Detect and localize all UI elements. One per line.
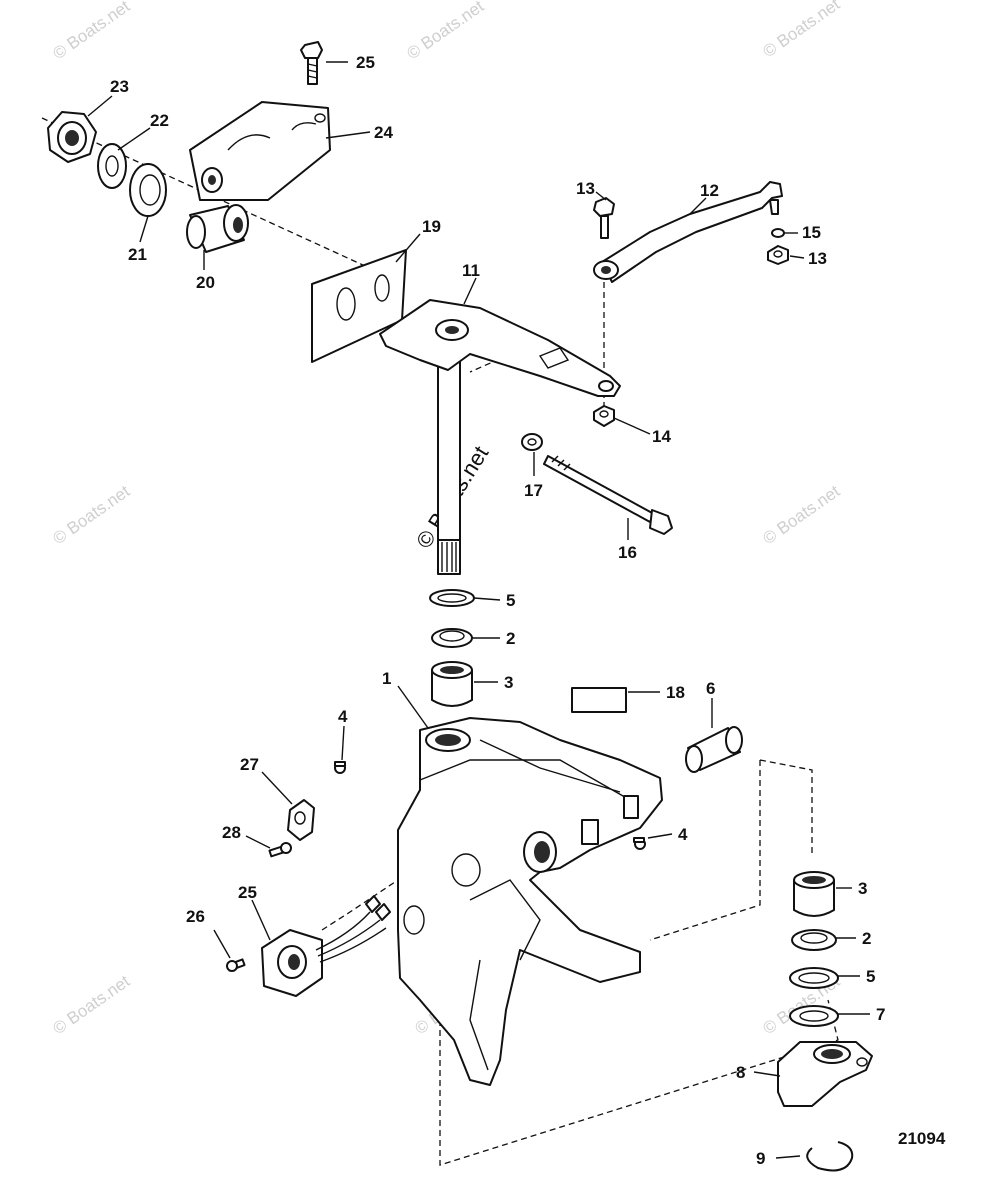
callout-3-top: 3 [504, 673, 513, 692]
part-22-nut [47, 111, 97, 163]
callout-27: 27 [240, 755, 259, 774]
callout-19: 20 [196, 273, 215, 292]
part-15-long-bolt [543, 455, 673, 535]
callout-labels: 25 23 22 24 21 20 19 13 12 15 13 11 14 1… [110, 53, 946, 1168]
callout-12: 13 [576, 179, 595, 198]
leader-lines [87, 61, 870, 1159]
part-14-washer [771, 228, 785, 238]
part-19-bushing [186, 204, 249, 253]
part-11-link-rod [593, 181, 783, 283]
callout-26: 26 [186, 907, 205, 926]
watermark: © Boats.net [759, 481, 843, 548]
part-12-bolt [593, 197, 615, 239]
callout-9: 9 [756, 1149, 765, 1168]
part-20-ring [129, 163, 167, 217]
part-2-race-top [431, 628, 473, 648]
part-16-washer [521, 433, 543, 451]
callout-7: 7 [876, 1005, 885, 1024]
callout-11: 12 [700, 181, 719, 200]
callout-4-left: 4 [338, 707, 348, 726]
callout-1: 1 [382, 669, 391, 688]
callout-28: 28 [222, 823, 241, 842]
part-7-wave-washer [789, 1005, 839, 1027]
callout-24: 25 [356, 53, 375, 72]
part-21-washer [97, 143, 127, 189]
callout-2-bottom: 2 [862, 929, 871, 948]
callout-18: 19 [422, 217, 441, 236]
part-5-washer-top [429, 589, 475, 607]
watermark: © Boats.net [49, 971, 133, 1038]
callout-16: 17 [524, 481, 543, 500]
part-23-clamp [189, 101, 331, 201]
part-8-steering-arm [777, 1041, 873, 1107]
part-27-clip [287, 799, 315, 841]
callout-17: 18 [666, 683, 685, 702]
callout-21: 22 [150, 111, 169, 130]
part-5-washer-bottom [789, 967, 839, 989]
callout-10: 11 [462, 261, 480, 280]
part-13-nut-lower [593, 405, 615, 427]
callout-6: 6 [706, 679, 715, 698]
callout-25: 25 [238, 883, 257, 902]
callout-4-right: 4 [678, 825, 688, 844]
callout-13-lower: 14 [652, 427, 671, 446]
callout-5-bottom: 5 [866, 967, 875, 986]
part-17-decal [571, 687, 627, 713]
part-25-sensor [261, 895, 391, 997]
callout-8: 8 [736, 1063, 745, 1082]
callout-14: 15 [802, 223, 821, 242]
part-3-bearing-top [431, 661, 473, 707]
part-6-tube [685, 726, 743, 773]
watermark: © Boats.net [49, 481, 133, 548]
callout-15: 16 [618, 543, 637, 562]
part-13-nut-top [767, 245, 789, 265]
part-3-bearing-bottom [793, 871, 835, 917]
callout-23: 24 [374, 123, 393, 142]
part-10-swivel-arm [379, 299, 621, 575]
figure-number: 21094 [898, 1129, 946, 1148]
callout-20: 21 [128, 245, 147, 264]
part-4-screw-right [633, 837, 646, 850]
callout-5-top: 5 [506, 591, 515, 610]
watermark: © Boats.net [759, 0, 843, 61]
callout-2-top: 2 [506, 629, 515, 648]
callout-3-bottom: 3 [858, 879, 867, 898]
part-2-race-bottom [791, 929, 837, 951]
part-9-snap-ring [806, 1141, 854, 1172]
part-1-swivel-bracket [397, 717, 663, 1086]
part-28-screw [268, 842, 292, 858]
watermark: © Boats.net [49, 0, 133, 63]
callout-13-top: 13 [808, 249, 827, 268]
part-4-screw-left [334, 761, 346, 774]
part-24-bolt [300, 41, 323, 85]
callout-22: 23 [110, 77, 129, 96]
watermark: © Boats.net [403, 0, 487, 63]
part-26-screw [226, 958, 246, 972]
